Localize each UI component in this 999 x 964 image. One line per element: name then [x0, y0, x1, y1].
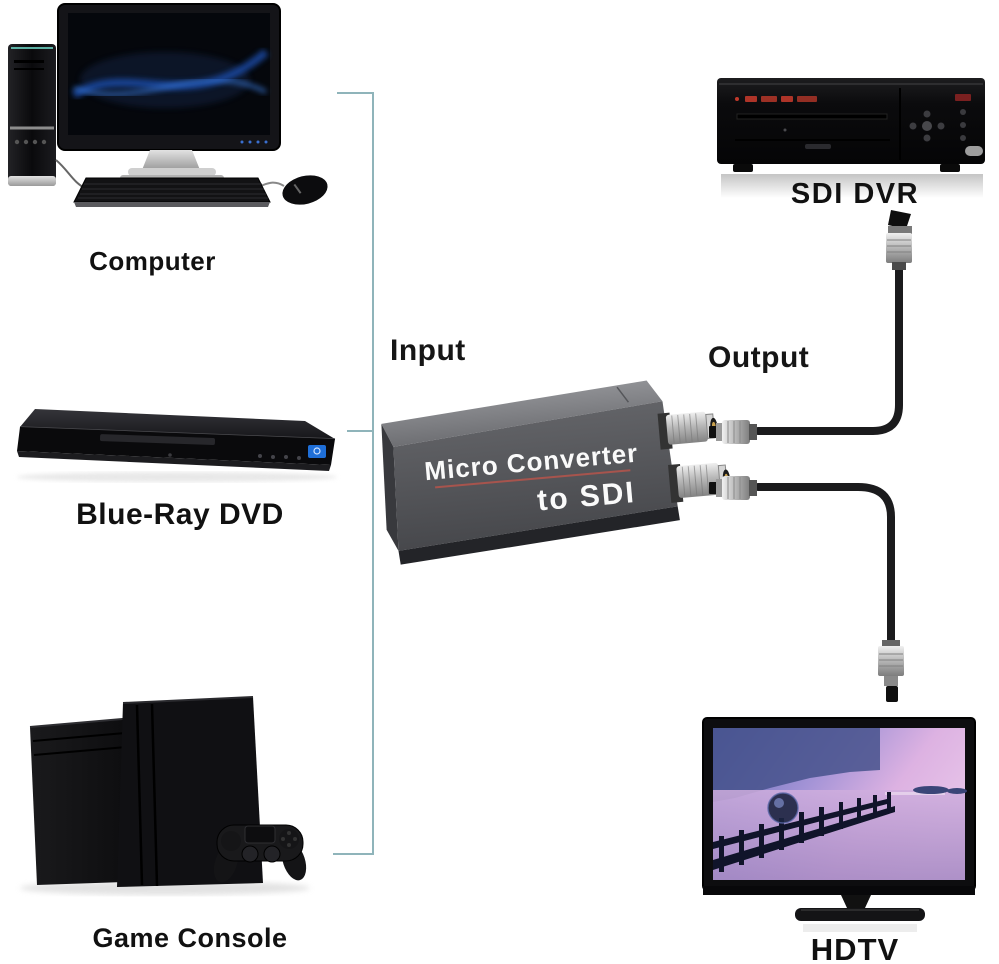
bluray-logo — [308, 445, 326, 458]
console-shadow — [20, 881, 310, 895]
hdtv-illustration — [702, 717, 976, 932]
dvr-reflection — [721, 174, 983, 198]
computer-label: Computer — [89, 246, 216, 276]
dvr-dpad-buttons — [909, 110, 945, 142]
output-label: Output — [708, 341, 810, 374]
keyboard — [73, 177, 271, 207]
gamepad — [213, 824, 307, 883]
bracket-outline — [333, 92, 374, 855]
computer-figure: Computer — [0, 0, 345, 295]
bluray-shadow — [17, 472, 337, 482]
mouse — [282, 175, 328, 205]
dvr-body — [717, 78, 985, 172]
console-figure: Game Console — [5, 685, 340, 964]
dvr-led-display — [735, 96, 817, 102]
console-illustration — [20, 696, 310, 895]
bnc-output-jack-top — [657, 411, 718, 450]
hdtv-cable-connector — [878, 640, 904, 702]
computer-illustration — [8, 3, 328, 207]
input-label: Input — [390, 334, 466, 367]
bluray-figure: Blue-Ray DVD — [5, 395, 355, 545]
hdtv-label: HDTV — [810, 932, 900, 964]
dvr-figure: SDI DVR — [705, 70, 995, 215]
tv-reflection — [803, 924, 917, 932]
bluray-label: Blue-Ray DVD — [76, 498, 284, 531]
dvr-cable-connector — [886, 210, 912, 270]
plug-into-bottom-output — [709, 476, 757, 500]
cable-to-dvr — [754, 262, 903, 435]
desktop-tower — [8, 44, 56, 186]
bluray-illustration — [17, 409, 337, 482]
console-label: Game Console — [92, 923, 288, 953]
converter-box — [381, 380, 680, 565]
pier-silhouette — [713, 792, 895, 872]
converter-title-underline — [435, 469, 631, 489]
plug-into-top-output — [709, 420, 757, 444]
dvr-illustration — [717, 78, 985, 198]
bluray-player-body — [17, 409, 336, 471]
cable-to-hdtv — [754, 483, 895, 646]
hdtv-figure: HDTV — [695, 710, 995, 964]
monitor — [57, 3, 281, 151]
dvr-label: SDI DVR — [790, 178, 920, 210]
tv-screen-scene — [713, 728, 967, 880]
tv-stand — [703, 886, 975, 921]
